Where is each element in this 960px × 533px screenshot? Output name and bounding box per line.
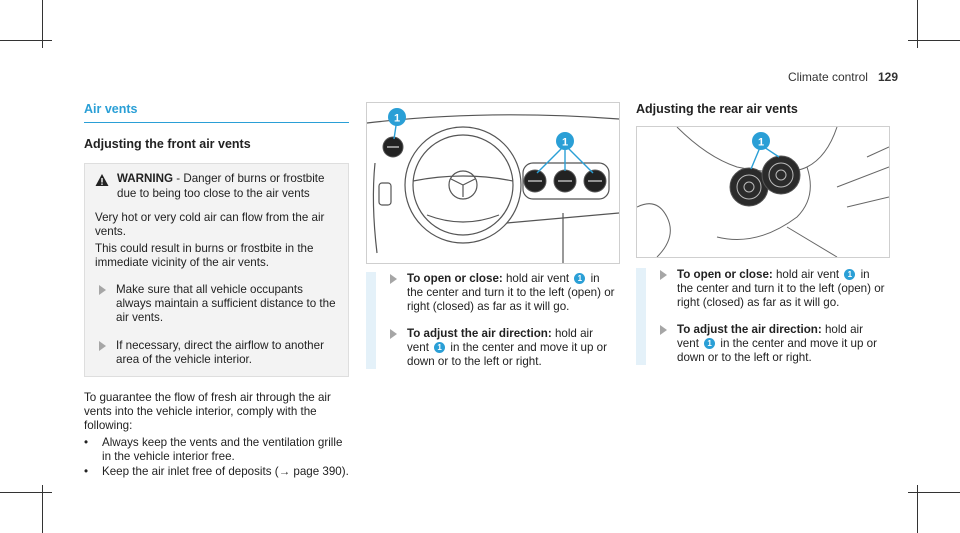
crop-mark	[42, 0, 43, 48]
list-item: • Keep the air inlet free of deposits (→…	[84, 465, 349, 479]
step-arrow-icon	[390, 274, 397, 284]
crop-mark	[908, 492, 960, 493]
step-title: To open or close:	[677, 268, 773, 281]
svg-text:1: 1	[394, 113, 400, 125]
middle-steps: To open or close: hold air vent 1 in the…	[366, 272, 618, 370]
section-title: Air vents	[84, 102, 349, 124]
instruction-step: To open or close: hold air vent 1 in the…	[656, 268, 888, 311]
step-text: hold air vent	[677, 322, 863, 350]
list-item-text: Always keep the vents and the ventilatio…	[102, 436, 343, 464]
callout-icon: 1	[704, 338, 716, 350]
warning-headline: - Danger of burns or frostbite due to be…	[117, 172, 325, 200]
intro-text: To guarantee the flow of fresh air throu…	[84, 390, 331, 433]
callout-icon: 1	[574, 273, 586, 285]
list-item: • Always keep the vents and the ventilat…	[84, 436, 349, 464]
step-text: in the center and move it up or down or …	[677, 336, 877, 365]
step-text: in the center and move it up or down or …	[407, 340, 607, 369]
warning-step-text: Make sure that all vehicle occupants alw…	[116, 282, 336, 325]
warning-icon	[95, 174, 109, 187]
page-number: 129	[877, 70, 898, 84]
callout-icon: 1	[844, 269, 856, 281]
warning-text-1: Very hot or very cold air can flow from …	[95, 210, 325, 239]
page-header: Climate control 129	[788, 70, 898, 84]
step-title: To open or close:	[407, 272, 503, 285]
bullet-icon: •	[84, 464, 89, 478]
right-steps: To open or close: hold air vent 1 in the…	[636, 268, 888, 366]
warning-step: Make sure that all vehicle occupants alw…	[95, 283, 338, 326]
rear-vents-illustration: 1	[636, 126, 890, 258]
warning-text-2: This could result in burns or frostbite …	[95, 242, 314, 270]
svg-text:1: 1	[758, 137, 764, 149]
step-text: in the center and turn it to the left (o…	[677, 268, 885, 310]
step-title: To adjust the air direction:	[677, 322, 822, 336]
section-name: Climate control	[787, 70, 868, 84]
step-text: hold air vent	[772, 268, 843, 281]
subsection-title: Adjusting the rear air vents	[636, 102, 798, 116]
callout-marker: 1 1	[388, 108, 574, 150]
crop-mark	[908, 40, 960, 41]
warning-box: WARNING - Danger of burns or frostbite d…	[84, 163, 349, 377]
crop-mark	[42, 485, 43, 533]
bullet-icon: •	[84, 436, 89, 450]
crop-mark	[0, 40, 52, 41]
instruction-step: To adjust the air direction: hold air ve…	[656, 323, 888, 366]
air-vent-icon	[729, 155, 801, 207]
step-text: hold air vent	[502, 272, 573, 285]
warning-step-text: If necessary, direct the airflow to anot…	[116, 339, 324, 367]
step-title: To adjust the air direction:	[407, 326, 552, 340]
right-column-title: Adjusting the rear air vents	[636, 102, 896, 128]
callout-icon: 1	[434, 342, 446, 354]
dashboard-illustration: 1 1	[366, 102, 620, 264]
subsection-title: Adjusting the front air vents	[84, 137, 251, 152]
step-text: in the center and turn it to the left (o…	[407, 272, 615, 314]
warning-head: WARNING - Danger of burns or frostbite d…	[95, 172, 338, 200]
step-text: hold air vent	[407, 326, 593, 354]
step-arrow-icon	[390, 328, 397, 339]
step-arrow-icon	[99, 284, 106, 295]
instruction-step: To adjust the air direction: hold air ve…	[386, 327, 618, 370]
instruction-step: To open or close: hold air vent 1 in the…	[386, 272, 618, 315]
step-arrow-icon	[660, 270, 667, 280]
left-column: Air vents Adjusting the front air vents …	[84, 102, 349, 479]
warning-step: If necessary, direct the airflow to anot…	[95, 339, 338, 367]
callout-marker: 1	[752, 132, 770, 150]
svg-text:1: 1	[562, 137, 568, 149]
list-item-text: Keep the air inlet free of deposits (→ p…	[102, 464, 349, 478]
warning-label: WARNING	[117, 172, 174, 186]
crop-mark	[917, 485, 918, 533]
crop-mark	[0, 492, 52, 493]
crop-mark	[917, 0, 918, 48]
step-arrow-icon	[660, 324, 667, 335]
step-arrow-icon	[99, 341, 106, 352]
